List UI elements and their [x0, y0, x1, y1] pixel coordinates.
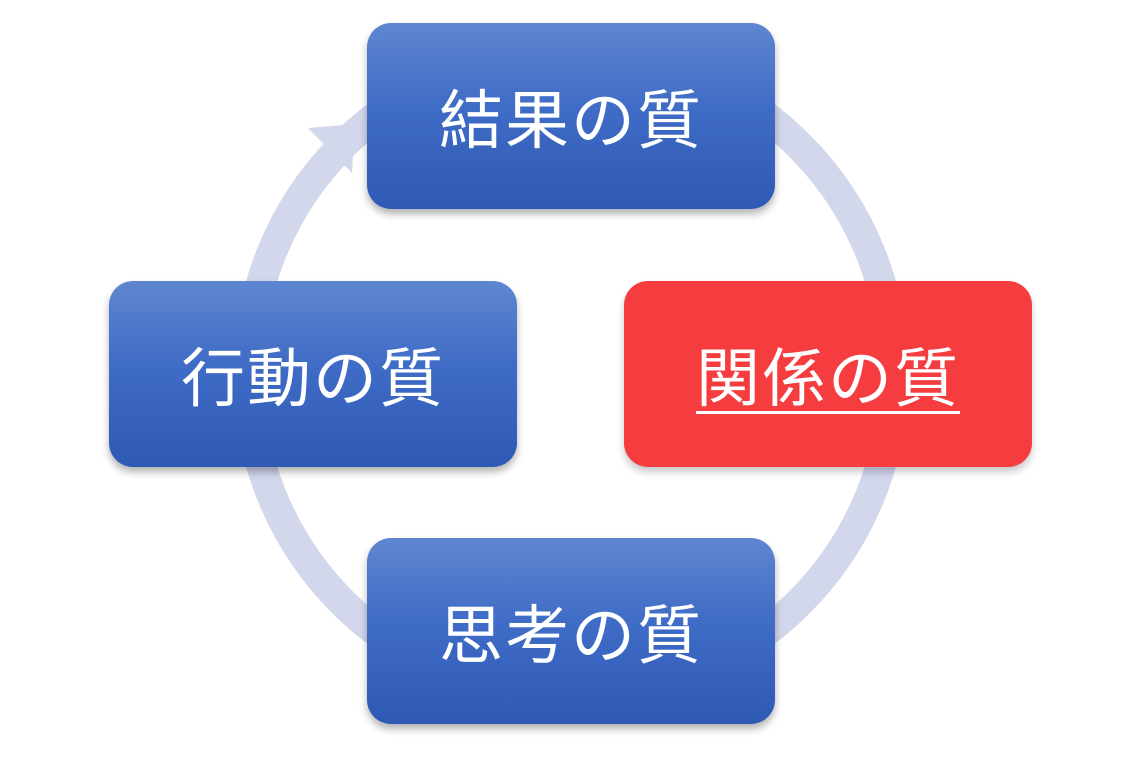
node-result-quality: 結果の質 — [367, 23, 775, 209]
node-thinking-quality: 思考の質 — [367, 538, 775, 724]
node-relationship-quality: 関係の質 — [624, 281, 1032, 467]
node-result-quality-label: 結果の質 — [439, 85, 703, 159]
node-action-quality: 行動の質 — [109, 281, 517, 467]
node-thinking-quality-label: 思考の質 — [439, 600, 703, 674]
arrowhead-icon — [308, 124, 355, 173]
node-action-quality-label: 行動の質 — [181, 343, 445, 417]
node-relationship-quality-label: 関係の質 — [696, 343, 960, 417]
